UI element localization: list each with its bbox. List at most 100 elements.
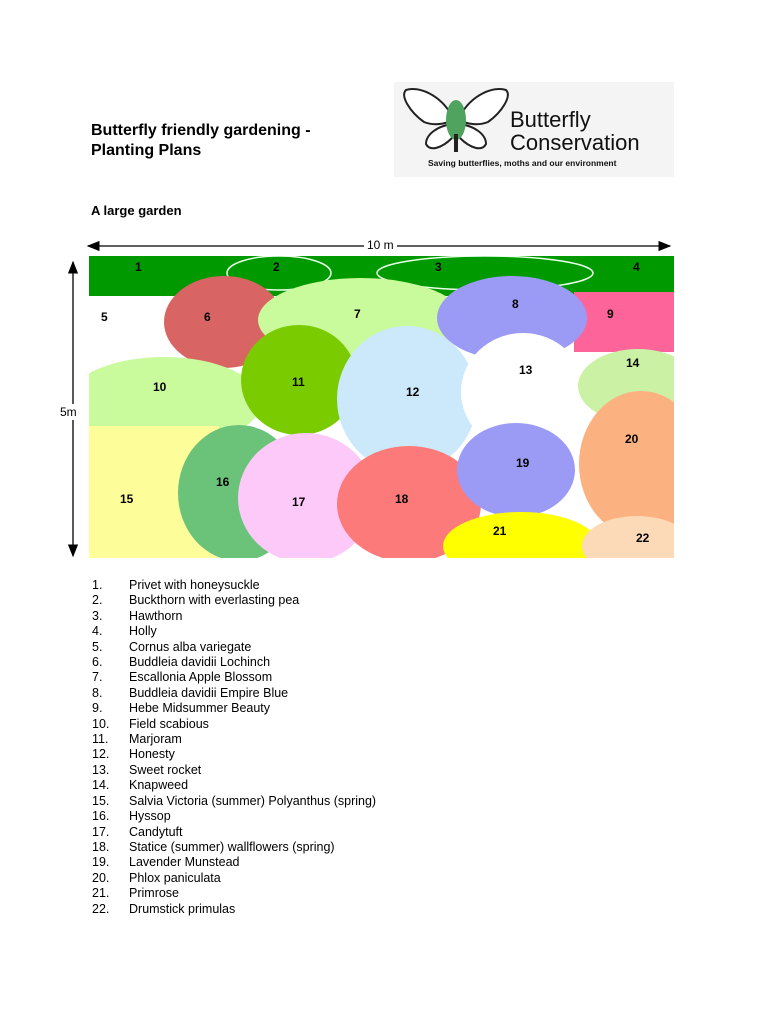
plant-list-item: 15. Salvia Victoria (summer) Polyanthus (… — [92, 794, 376, 809]
title-line-1: Butterfly friendly gardening - — [91, 122, 311, 139]
plant-list-item: 11. Marjoram — [92, 732, 376, 747]
plant-list-item: 6. Buddleia davidii Lochinch — [92, 655, 376, 670]
plant-area-number: 16 — [216, 475, 230, 489]
plant-list-item: 21. Primrose — [92, 886, 376, 901]
plant-name: Buddleia davidii Empire Blue — [129, 685, 289, 700]
logo-name-line-2: Conservation — [510, 130, 640, 155]
page-title: Butterfly friendly gardening - Planting … — [91, 121, 311, 161]
plant-number: 10. — [92, 716, 110, 731]
plant-number: 11. — [92, 732, 109, 747]
plant-name: Holly — [129, 624, 157, 639]
plant-list-item: 19.Lavender Munstead — [92, 855, 376, 870]
plant-name: Field scabious — [129, 716, 209, 731]
plant-list-item: 1. Privet with honeysuckle — [92, 578, 376, 593]
plant-area-21 — [443, 512, 599, 558]
plant-area-number: 14 — [626, 356, 640, 370]
plant-list-item: 4. Holly — [92, 624, 376, 639]
plant-area-number: 20 — [625, 432, 639, 446]
plant-list-item: 16.Hyssop — [92, 809, 376, 824]
plant-list-item: 7. Escallonia Apple Blossom — [92, 670, 376, 685]
plant-number: 7. — [92, 670, 103, 685]
butterfly-tree-icon — [403, 88, 509, 152]
plant-area-number: 18 — [395, 492, 409, 506]
plant-area-10 — [89, 357, 261, 447]
plant-number: 14. — [92, 778, 110, 793]
plant-name: Hebe Midsummer Beauty — [129, 701, 271, 716]
plant-area-22 — [582, 516, 674, 558]
logo-name-line-1: Butterfly — [510, 107, 591, 132]
plant-name: Statice (summer) wallflowers (spring) — [129, 839, 335, 854]
plant-number: 5. — [92, 639, 103, 654]
plant-area-number: 22 — [636, 531, 650, 545]
plant-list-item: 13. Sweet rocket — [92, 763, 376, 778]
plant-area-number: 4 — [633, 260, 640, 274]
plant-name: Escallonia Apple Blossom — [129, 670, 273, 685]
plant-name: Cornus alba variegate — [129, 639, 252, 654]
plant-name: Hyssop — [129, 809, 171, 824]
plant-area-19 — [457, 423, 575, 517]
plant-name: Phlox paniculata — [129, 870, 221, 885]
plant-number: 8. — [92, 685, 103, 700]
plant-number: 9. — [92, 701, 103, 716]
logo-name: Butterfly Conservation — [510, 108, 640, 154]
plant-number: 18. — [92, 839, 110, 854]
plant-area-number: 10 — [153, 380, 167, 394]
butterfly-conservation-logo: Butterfly Conservation Saving butterflie… — [394, 82, 674, 177]
plant-name: Knapweed — [129, 778, 189, 793]
plant-area-17 — [238, 433, 374, 558]
plant-number: 4. — [92, 624, 103, 639]
plant-name: Buckthorn with everlasting pea — [129, 593, 300, 608]
plant-area-number: 11 — [292, 375, 305, 389]
section-subtitle: A large garden — [91, 203, 182, 218]
plant-list-item: 20.Phlox paniculata — [92, 871, 376, 886]
plant-name: Drumstick primulas — [129, 901, 236, 916]
plant-area-number: 15 — [120, 492, 134, 506]
plant-number: 6. — [92, 655, 103, 670]
plant-area-number: 21 — [493, 524, 507, 538]
plant-number: 21. — [92, 886, 110, 901]
plant-area-number: 17 — [292, 495, 306, 509]
plant-number: 2. — [92, 593, 103, 608]
plant-number: 22. — [92, 901, 110, 916]
plant-number: 1. — [92, 578, 103, 592]
plant-number: 12. — [92, 747, 110, 762]
plant-name: Salvia Victoria (summer) Polyanthus (spr… — [129, 793, 377, 808]
plant-number: 15. — [92, 793, 110, 808]
plant-name: Candytuft — [129, 824, 183, 839]
logo-tagline: Saving butterflies, moths and our enviro… — [428, 158, 617, 168]
plant-list-item: 18. Statice (summer) wallflowers (spring) — [92, 840, 376, 855]
plant-name: Hawthorn — [129, 608, 183, 623]
height-dimension-label: 5m — [60, 404, 77, 420]
plant-area-number: 2 — [273, 260, 280, 274]
plant-name: Honesty — [129, 747, 175, 762]
plant-name: Buddleia davidii Lochinch — [129, 655, 271, 670]
plant-area-12 — [337, 326, 477, 472]
plant-name: Lavender Munstead — [129, 855, 240, 870]
plant-number: 13. — [92, 762, 110, 777]
plant-area-number: 9 — [607, 307, 614, 321]
plant-list-item: 12. Honesty — [92, 747, 376, 762]
plant-area-number: 1 — [135, 260, 142, 274]
plant-number: 3. — [92, 608, 103, 623]
plant-list-item: 2. Buckthorn with everlasting pea — [92, 593, 376, 608]
plant-name: Sweet rocket — [129, 762, 202, 777]
plant-area-18 — [337, 446, 481, 558]
width-dimension-label: 10 m — [364, 238, 397, 252]
plant-area-13 — [461, 333, 585, 451]
plant-list-item: 22. Drumstick primulas — [92, 902, 376, 917]
plant-name: Primrose — [129, 886, 180, 901]
plant-list-item: 5. Cornus alba variegate — [92, 640, 376, 655]
plant-area-number: 6 — [204, 310, 211, 324]
plant-name: Privet with honeysuckle — [129, 578, 260, 592]
plant-name: Marjoram — [129, 732, 182, 747]
plant-list-item: 14. Knapweed — [92, 778, 376, 793]
plant-list: 1. Privet with honeysuckle 2. Buckthorn wit… — [92, 578, 376, 917]
plant-area-9 — [574, 292, 674, 352]
plant-area-2 — [226, 256, 332, 291]
plant-area-6 — [164, 276, 284, 368]
plant-list-item: 3. Hawthorn — [92, 609, 376, 624]
title-line-2: Planting Plans — [91, 142, 202, 159]
plant-area-number: 13 — [519, 363, 533, 377]
